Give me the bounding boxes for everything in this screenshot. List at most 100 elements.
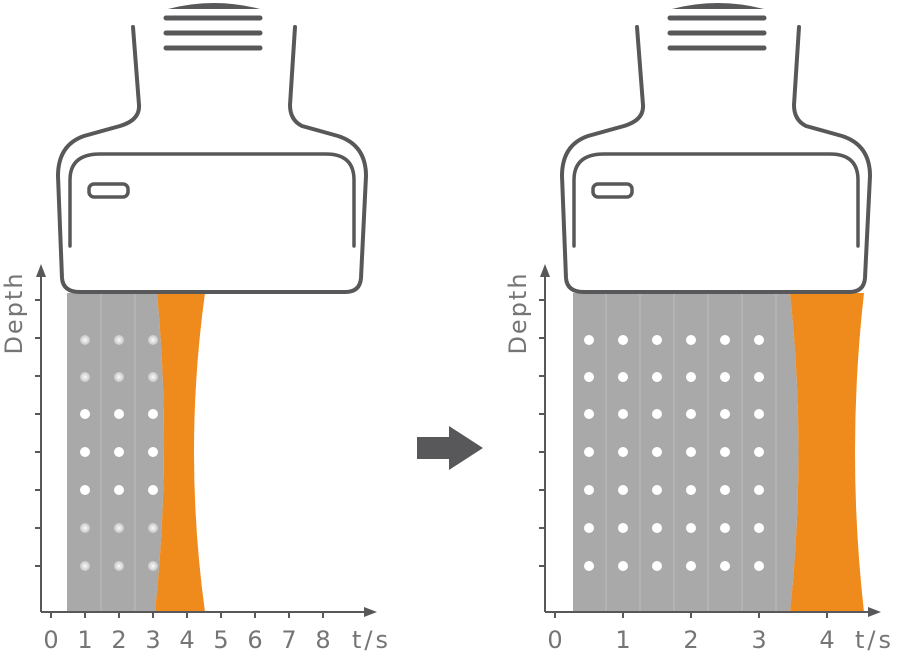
sample-dot xyxy=(584,447,594,457)
sample-dot xyxy=(148,485,158,495)
x-axis-unit-label: t/s xyxy=(855,626,894,652)
sample-dot xyxy=(114,523,124,533)
sample-dot xyxy=(686,523,696,533)
y-axis-arrow-icon xyxy=(540,264,550,277)
sample-dot xyxy=(652,335,662,345)
probe-inner-outline xyxy=(68,152,356,248)
sample-dot xyxy=(754,409,764,419)
x-axis-unit-label: t/s xyxy=(352,626,391,652)
y-ticks xyxy=(539,299,545,567)
y-axis-label: Depth xyxy=(504,271,532,354)
sample-dot xyxy=(686,335,696,345)
wavefront xyxy=(790,293,864,612)
x-tick-label: 8 xyxy=(315,626,330,652)
sample-dot xyxy=(720,372,730,382)
scanned-region xyxy=(573,293,799,612)
sample-dot xyxy=(652,561,662,571)
sample-dot xyxy=(686,372,696,382)
y-axis-arrow-icon xyxy=(36,264,46,277)
panel-left: 0 1 2 3 4 5 6 7 8 t/s Depth xyxy=(0,3,391,652)
sample-dot xyxy=(114,372,124,382)
probe-indicator-slot xyxy=(87,182,130,199)
probe-cap xyxy=(168,3,260,9)
sample-dot xyxy=(148,335,158,345)
sample-dot xyxy=(652,523,662,533)
sample-dot xyxy=(754,447,764,457)
sample-dot xyxy=(652,372,662,382)
sample-dot xyxy=(720,447,730,457)
sample-dot xyxy=(754,372,764,382)
sample-dot xyxy=(652,447,662,457)
x-tick-labels: 0 1 2 3 4 xyxy=(547,626,834,652)
sample-dot xyxy=(754,335,764,345)
column-separators xyxy=(100,293,136,612)
x-tick-label: 1 xyxy=(77,626,92,652)
sample-dot xyxy=(584,335,594,345)
sample-dot xyxy=(148,409,158,419)
sample-dots xyxy=(80,335,158,571)
sample-dot xyxy=(618,561,628,571)
axes xyxy=(40,272,370,613)
sample-dot xyxy=(754,523,764,533)
sample-dot xyxy=(720,485,730,495)
x-tick-label: 5 xyxy=(213,626,228,652)
probe-indicator-slot xyxy=(591,182,634,199)
x-tick-label: 4 xyxy=(179,626,194,652)
sample-dot xyxy=(80,409,90,419)
x-tick-label: 0 xyxy=(547,626,562,652)
x-tick-label: 7 xyxy=(281,626,296,652)
sample-dot xyxy=(80,372,90,382)
x-tick-label: 6 xyxy=(247,626,262,652)
ultrasound-probe-icon xyxy=(560,3,872,294)
sample-dot xyxy=(720,409,730,419)
sample-dot xyxy=(754,561,764,571)
x-tick-label: 4 xyxy=(819,626,834,652)
x-ticks xyxy=(554,612,828,618)
sample-dot xyxy=(80,523,90,533)
x-tick-label: 3 xyxy=(751,626,766,652)
sample-dot xyxy=(618,372,628,382)
sample-dot xyxy=(720,523,730,533)
sample-dot xyxy=(80,561,90,571)
probe-cap xyxy=(672,3,764,9)
sample-dot xyxy=(618,523,628,533)
y-axis-label: Depth xyxy=(0,271,28,354)
ultrasound-probe-icon xyxy=(56,3,368,294)
sample-dot xyxy=(618,447,628,457)
probe-body xyxy=(560,25,872,294)
sample-dot xyxy=(148,561,158,571)
panel-right: 0 1 2 3 4 t/s Depth xyxy=(504,3,894,652)
sample-dot xyxy=(114,561,124,571)
x-tick-label: 2 xyxy=(683,626,698,652)
sample-dot xyxy=(584,409,594,419)
wavefront xyxy=(155,293,205,612)
probe-inner-outline xyxy=(572,152,860,248)
probe-body xyxy=(56,25,368,294)
axes xyxy=(544,272,874,613)
sample-dot xyxy=(114,447,124,457)
sample-dot xyxy=(686,561,696,571)
x-tick-label: 1 xyxy=(615,626,630,652)
sample-dot xyxy=(114,409,124,419)
x-axis-arrow-icon xyxy=(364,607,377,617)
sample-dot xyxy=(652,485,662,495)
x-tick-label: 3 xyxy=(145,626,160,652)
sample-dot xyxy=(720,561,730,571)
sample-dot xyxy=(114,335,124,345)
sample-dot xyxy=(686,485,696,495)
sample-dot xyxy=(148,523,158,533)
x-tick-label: 0 xyxy=(43,626,58,652)
x-ticks xyxy=(50,612,324,618)
sample-dot xyxy=(652,409,662,419)
x-tick-labels: 0 1 2 3 4 5 6 7 8 xyxy=(43,626,330,652)
sample-dot xyxy=(80,335,90,345)
sample-dot xyxy=(80,447,90,457)
sample-dot xyxy=(754,485,764,495)
y-ticks xyxy=(35,299,41,567)
x-axis-arrow-icon xyxy=(868,607,881,617)
x-tick-label: 2 xyxy=(111,626,126,652)
sample-dot xyxy=(720,335,730,345)
sample-dot xyxy=(148,447,158,457)
sample-dot xyxy=(148,372,158,382)
